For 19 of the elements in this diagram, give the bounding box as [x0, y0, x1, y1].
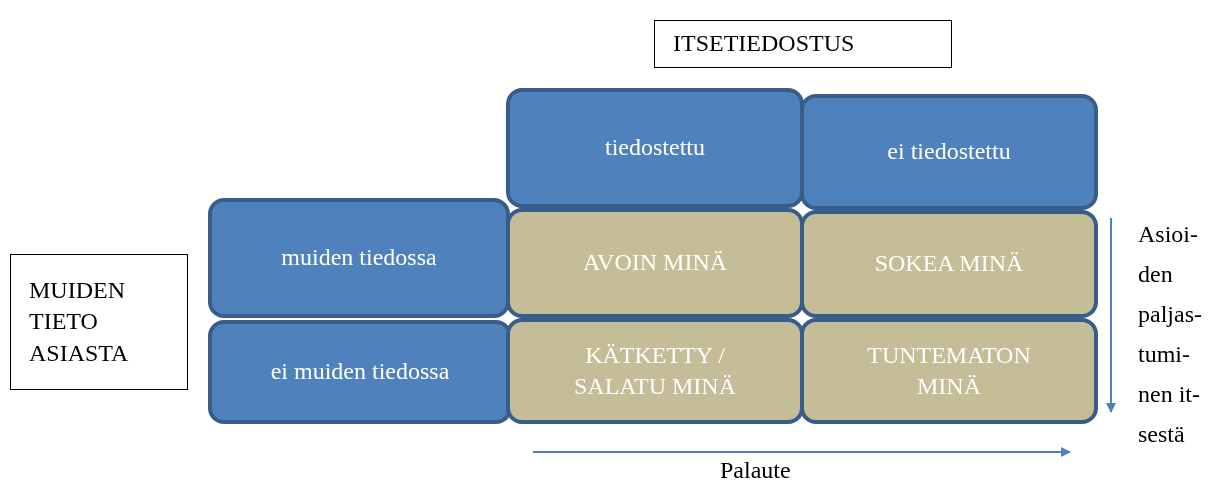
axis-label: Asioi- den paljas- tumi- nen it- sestä	[1138, 220, 1203, 449]
header-box	[208, 198, 510, 318]
box-label: muiden tiedossa	[281, 243, 437, 273]
box-label: KÄTKETTY / SALATU MINÄ	[573, 340, 737, 401]
box-label: ei muiden tiedossa	[270, 357, 450, 387]
quadrant-box	[800, 318, 1098, 424]
header-box	[800, 94, 1098, 210]
text-box	[654, 20, 952, 68]
box-label: SOKEA MINÄ	[874, 249, 1024, 279]
box-label: tiedostettu	[605, 133, 705, 163]
box-label: AVOIN MINÄ	[582, 248, 728, 278]
box-label: TUNTEMATON MINÄ	[866, 340, 1032, 401]
axis-label: Palaute	[720, 456, 791, 485]
box-label: MUIDEN TIETO ASIASTA	[29, 276, 130, 368]
header-box	[506, 88, 804, 208]
quadrant-box	[506, 318, 804, 424]
box-label: ITSETIEDOSTUS	[673, 29, 855, 59]
box-label: ei tiedostettu	[887, 137, 1011, 167]
text-box	[10, 254, 188, 390]
